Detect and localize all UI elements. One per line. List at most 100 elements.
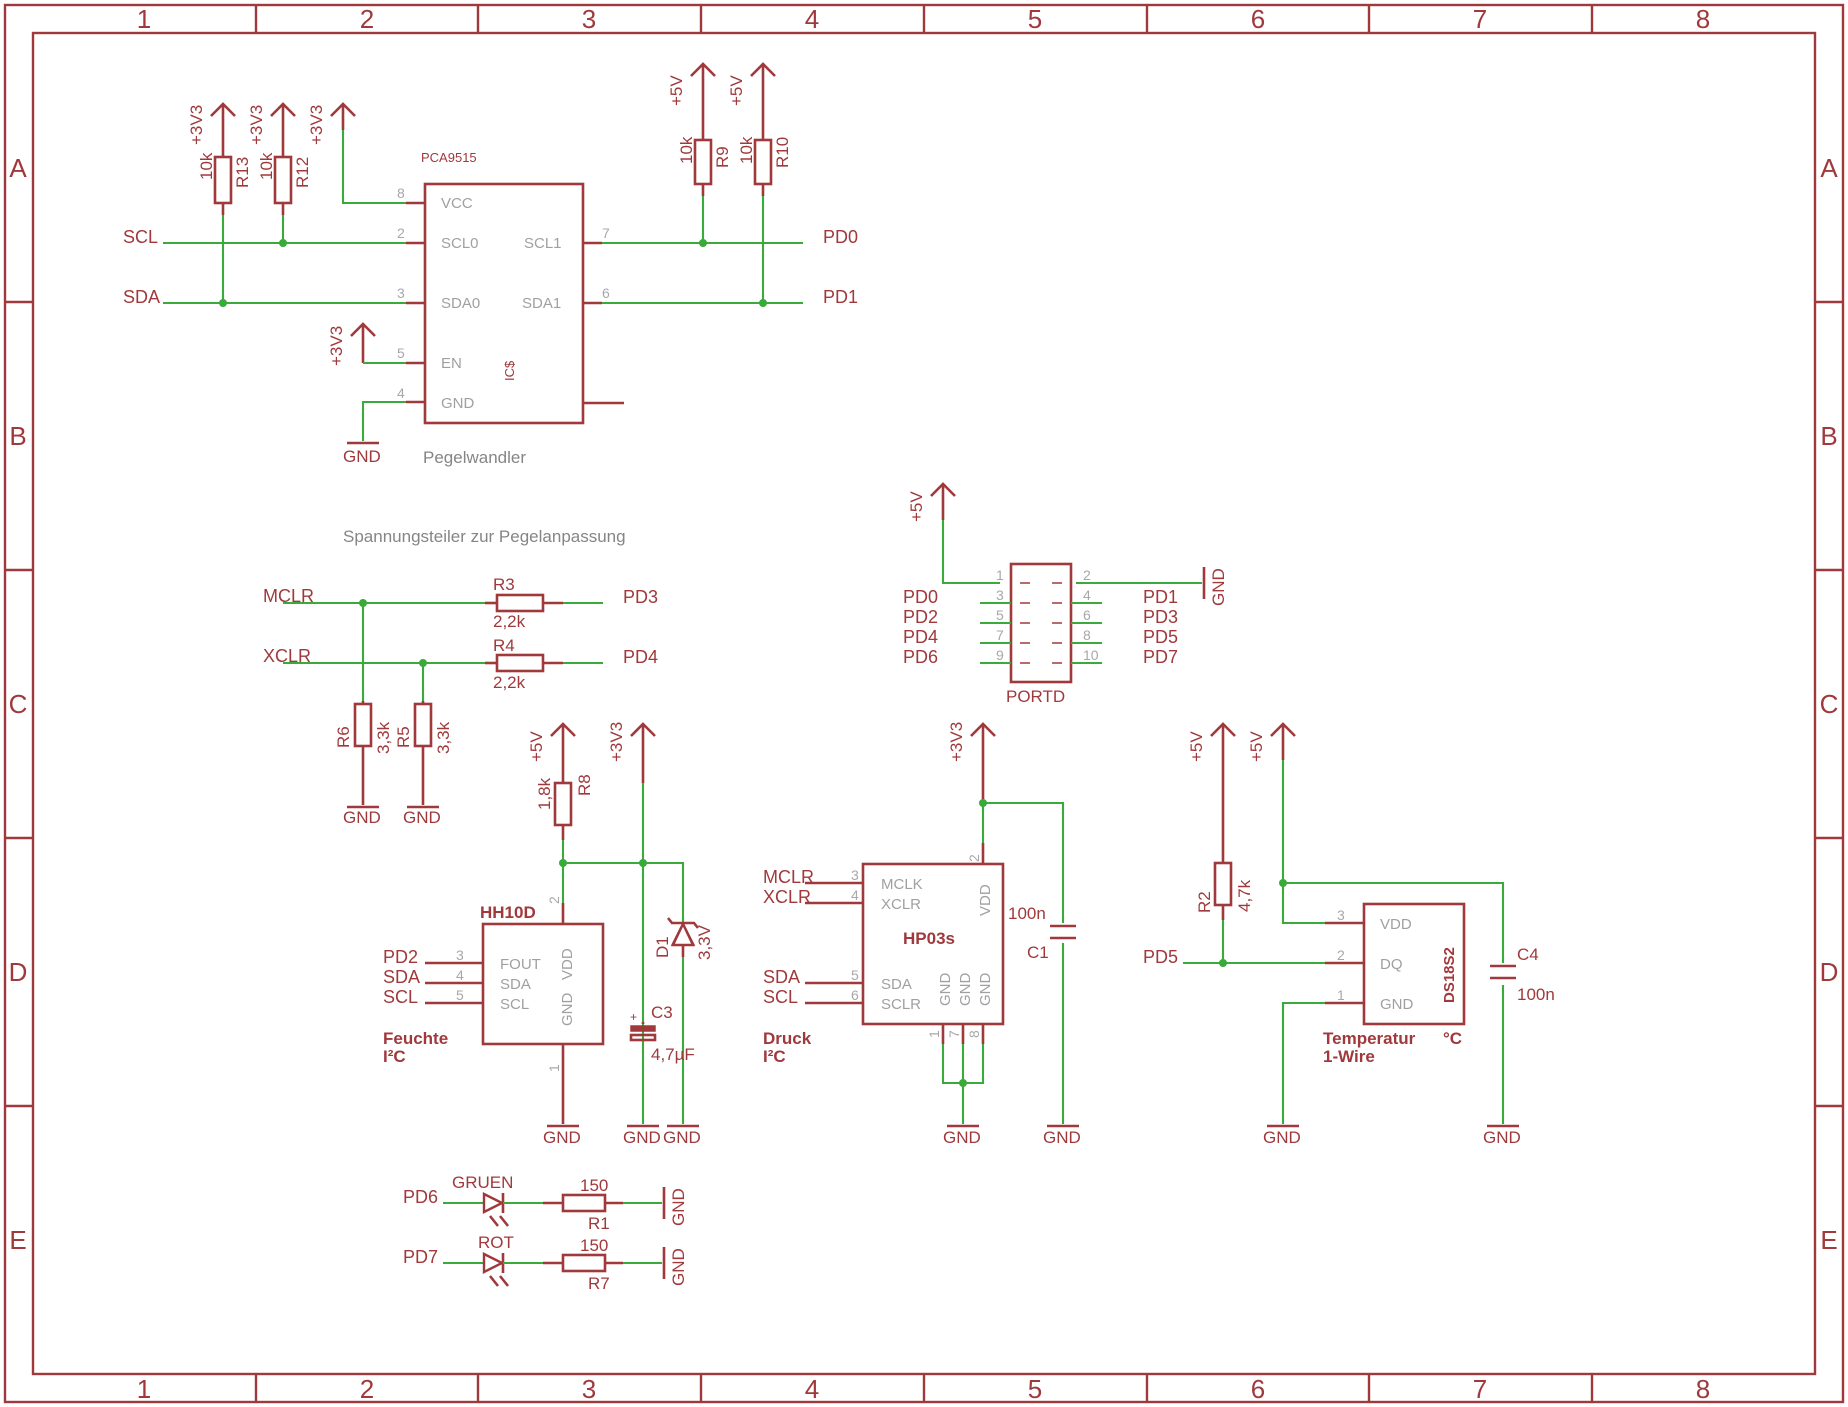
svg-text:FOUT: FOUT (500, 956, 541, 973)
column-label: 6 (1251, 1374, 1265, 1404)
resistor-r3: R3 2,2k (485, 575, 563, 631)
svg-text:°C: °C (1443, 1029, 1462, 1048)
svg-text:PD5: PD5 (1143, 627, 1178, 647)
svg-text:2,2k: 2,2k (493, 673, 526, 692)
svg-text:GND: GND (669, 1188, 688, 1226)
svg-text:PD6: PD6 (903, 647, 938, 667)
svg-text:5: 5 (397, 345, 405, 361)
svg-text:6: 6 (851, 987, 859, 1003)
svg-text:SDA: SDA (881, 976, 912, 993)
drawing-frame: 1 2 3 4 5 6 7 8 1 2 3 4 5 6 7 8 A B C D … (3, 3, 1845, 1404)
supply-5v-r9: +5V (667, 62, 716, 140)
supply-3v3-en: +3V3 (327, 322, 376, 366)
resistor-r12: 10k R12 (257, 152, 312, 215)
supply-3v3-hp03s: +3V3 (947, 722, 996, 803)
svg-text:+: + (630, 1010, 637, 1024)
svg-text:SCL0: SCL0 (441, 235, 479, 252)
supply-5v-portd: +5V (907, 482, 956, 522)
svg-text:PD0: PD0 (903, 587, 938, 607)
svg-text:6: 6 (602, 285, 610, 301)
supply-3v3-vcc: +3V3 (307, 102, 356, 145)
svg-text:GND: GND (957, 973, 974, 1007)
svg-text:1,8k: 1,8k (535, 777, 554, 810)
capacitor-c3: + C3 4,7µF (629, 1003, 695, 1064)
svg-text:VDD: VDD (559, 948, 576, 980)
led-section: PD6 GRUEN 150 R1 GND PD7 ROT (403, 1173, 688, 1293)
resistor-r7: 150 R7 (543, 1236, 623, 1293)
column-label: 1 (137, 4, 151, 34)
svg-text:+5V: +5V (907, 491, 926, 522)
svg-text:+5V: +5V (667, 75, 686, 106)
svg-text:3: 3 (1337, 907, 1345, 923)
svg-text:3,3k: 3,3k (374, 721, 393, 754)
svg-text:+3V3: +3V3 (947, 722, 966, 762)
svg-text:1: 1 (546, 1064, 562, 1072)
column-label: 2 (360, 4, 374, 34)
resistor-r5: R5 3,3k GND (394, 701, 453, 827)
resistor-r10: 10k R10 (737, 136, 792, 196)
svg-text:VDD: VDD (1380, 916, 1412, 933)
svg-text:5: 5 (996, 607, 1004, 623)
row-label: D (9, 957, 28, 987)
svg-text:4: 4 (1083, 587, 1091, 603)
net-label-pd3: PD3 (623, 587, 658, 607)
svg-text:GND: GND (403, 808, 441, 827)
supply-5v-ds18s2: +5V (1247, 722, 1296, 762)
svg-text:R3: R3 (493, 575, 515, 594)
section-caption: Spannungsteiler zur Pegelanpassung (343, 527, 626, 546)
row-label: B (1820, 421, 1837, 451)
svg-text:150: 150 (580, 1236, 608, 1255)
svg-text:4,7k: 4,7k (1235, 879, 1254, 912)
part-name: HP03s (903, 929, 955, 948)
svg-text:R4: R4 (493, 636, 515, 655)
svg-text:GND: GND (559, 993, 576, 1027)
svg-text:GND: GND (543, 1128, 581, 1147)
svg-text:5: 5 (456, 987, 464, 1003)
svg-text:1: 1 (1337, 987, 1345, 1003)
svg-text:1: 1 (926, 1030, 942, 1038)
svg-text:+3V3: +3V3 (327, 326, 346, 366)
resistor-r2: R2 4,7k (1195, 861, 1254, 920)
svg-text:5: 5 (851, 967, 859, 983)
svg-text:7: 7 (946, 1030, 962, 1038)
svg-text:R5: R5 (394, 726, 413, 748)
svg-text:1-Wire: 1-Wire (1323, 1047, 1375, 1066)
svg-text:R12: R12 (293, 157, 312, 188)
svg-text:3: 3 (456, 947, 464, 963)
svg-text:10k: 10k (737, 136, 756, 164)
svg-text:8: 8 (1083, 627, 1091, 643)
svg-text:MCLR: MCLR (763, 867, 814, 887)
svg-text:SDA1: SDA1 (522, 295, 561, 312)
svg-text:+5V: +5V (727, 75, 746, 106)
svg-text:PD1: PD1 (1143, 587, 1178, 607)
svg-text:4: 4 (456, 967, 464, 983)
row-label: E (9, 1225, 26, 1255)
svg-text:Temperatur: Temperatur (1323, 1029, 1416, 1048)
resistor-r4: R4 2,2k (485, 636, 563, 692)
capacitor-c1: 100n C1 (1008, 904, 1076, 962)
svg-text:+3V3: +3V3 (247, 105, 266, 145)
svg-text:3,3k: 3,3k (434, 721, 453, 754)
column-label: 7 (1473, 1374, 1487, 1404)
diode-d1: D1 3,3V (653, 917, 714, 960)
svg-text:8: 8 (397, 185, 405, 201)
caption: Pegelwandler (423, 448, 526, 467)
svg-text:6: 6 (1083, 607, 1091, 623)
supply-5v-r8: +5V (527, 722, 576, 783)
net-label-sda: SDA (123, 287, 160, 307)
resistor-r8: 1,8k R8 (535, 774, 594, 840)
ic-pca9515: PCA9515 IC$ Pegelwandler 8 2 3 5 4 7 6 V… (397, 150, 624, 467)
svg-text:D1: D1 (653, 936, 672, 958)
svg-text:Druck: Druck (763, 1029, 812, 1048)
svg-text:PD5: PD5 (1143, 947, 1178, 967)
supply-3v3-hh10d: +3V3 (607, 722, 656, 783)
row-label: E (1820, 1225, 1837, 1255)
resistor-r13: 10k R13 (197, 152, 252, 215)
svg-text:R10: R10 (773, 137, 792, 168)
column-label: 8 (1696, 1374, 1710, 1404)
svg-text:10k: 10k (197, 152, 216, 180)
svg-text:R13: R13 (233, 157, 252, 188)
column-label: 2 (360, 1374, 374, 1404)
svg-text:R9: R9 (713, 146, 732, 168)
ic-hp03s: HP03s 3 4 5 6 2 1 7 8 MCLK XCLR SDA SCLR… (763, 843, 1005, 1066)
